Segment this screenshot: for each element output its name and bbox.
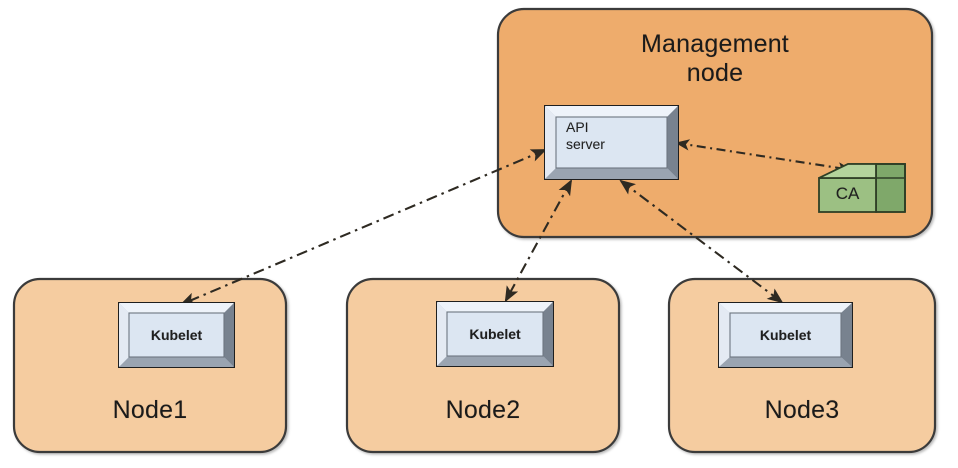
api-server-bevel-left	[545, 106, 556, 179]
kubelet3-bevel-top	[719, 303, 852, 313]
api-server-inner	[555, 116, 668, 169]
kubelet3-inner	[729, 312, 842, 358]
connector-api-to-ca	[675, 139, 853, 174]
kubelet2-bevel-bottom	[437, 356, 553, 366]
api-server-bevel-right	[667, 106, 678, 179]
connector-layer	[179, 139, 853, 306]
kubelet3-bevel-left	[719, 303, 730, 367]
kubelet2-bevel-left	[437, 302, 447, 366]
ca-box[interactable]	[818, 163, 906, 213]
api-server-bevel-top	[545, 106, 678, 117]
kubelet1-bevel-right	[224, 303, 234, 367]
kubelet-box-node2[interactable]	[436, 301, 554, 367]
kubelet-box-node3[interactable]	[718, 302, 853, 368]
api-server-box[interactable]	[544, 105, 679, 180]
kubelet1-inner	[128, 312, 225, 358]
ca-box-side	[875, 163, 906, 213]
kubelet1-bevel-left	[119, 303, 129, 367]
kubelet3-bevel-bottom	[719, 357, 852, 367]
kubelet2-inner	[446, 311, 544, 357]
kubelet-box-node1[interactable]	[118, 302, 235, 368]
api-server-bevel-bottom	[545, 168, 678, 179]
connector-api-to-kubelet3	[619, 179, 784, 304]
connector-api-to-kubelet1	[179, 149, 547, 306]
kubelet1-bevel-top	[119, 303, 234, 313]
kubelet2-bevel-right	[543, 302, 553, 366]
kubelet1-bevel-bottom	[119, 357, 234, 367]
ca-box-front	[818, 177, 877, 213]
kubelet2-bevel-top	[437, 302, 553, 312]
kubelet3-bevel-right	[841, 303, 852, 367]
